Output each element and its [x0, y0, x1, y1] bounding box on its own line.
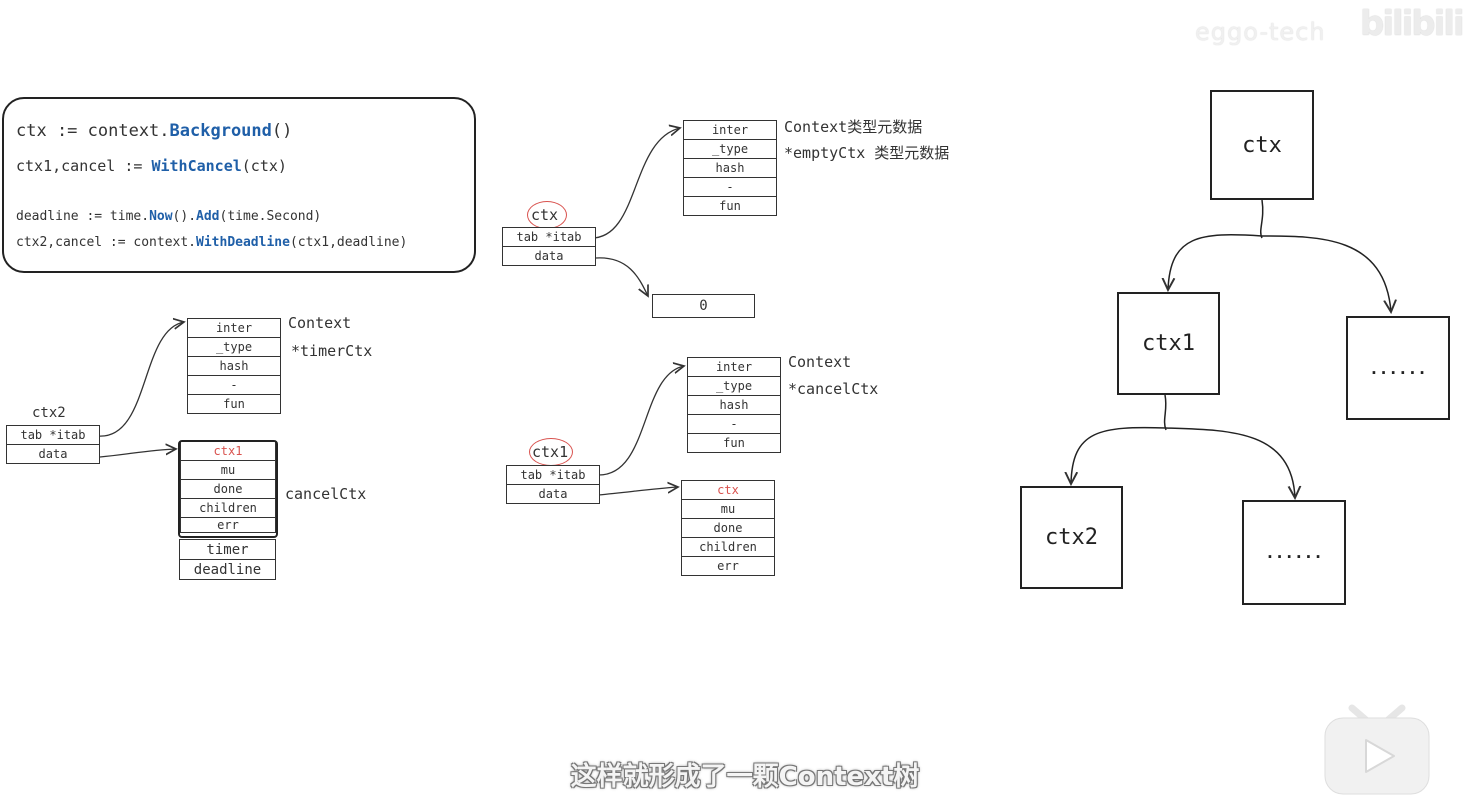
- ctx-type-desc: *emptyCtx 类型元数据: [784, 144, 950, 162]
- itab-hash-cell: hash: [187, 356, 281, 376]
- itab-hash-cell: hash: [683, 158, 777, 178]
- itab-type-cell: _type: [687, 376, 781, 396]
- cancel-field-ctx: ctx: [681, 480, 775, 500]
- ctx-data-arrow: [595, 257, 648, 296]
- tree-node-ellipsis-2: ......: [1242, 500, 1346, 605]
- cancel-field-children: children: [681, 537, 775, 557]
- ctx-var-label: ctx: [531, 206, 559, 224]
- ctx2-itab-table: inter _type hash - fun: [187, 318, 281, 414]
- code-line-3: deadline := time.Now().Add(time.Second): [16, 209, 322, 224]
- channel-watermark: eggo-tech: [1195, 18, 1326, 46]
- video-subtitle: 这样就形成了一颗Context树: [570, 762, 920, 792]
- ctx2-struct-desc: cancelCtx: [285, 485, 367, 503]
- ctx1-data-arrow: [597, 487, 678, 496]
- tree-edge-ctx2: [1071, 426, 1167, 484]
- tree-edge-dots2: [1165, 427, 1295, 498]
- tree-edge-ctx1: [1168, 234, 1263, 290]
- itab-dash-cell: -: [687, 414, 781, 434]
- empty-ctx-value: 0: [652, 294, 755, 318]
- cancel-field-err: err: [681, 556, 775, 576]
- itab-fun-cell: fun: [187, 394, 281, 414]
- ctx2-inter-desc: Context: [288, 314, 352, 332]
- code-line-4: ctx2,cancel := context.WithDeadline(ctx1…: [16, 235, 408, 250]
- itab-fun-cell: fun: [687, 433, 781, 453]
- itab-fun-cell: fun: [683, 196, 777, 216]
- itab-inter-cell: inter: [683, 120, 777, 140]
- tree-node-ctx2: ctx2: [1020, 486, 1123, 589]
- deadline-field: deadline: [179, 559, 276, 580]
- cancel-field-done: done: [681, 518, 775, 538]
- cancel-field-children: children: [180, 498, 276, 518]
- cancel-field-err: err: [180, 517, 276, 533]
- ctx1-type-desc: *cancelCtx: [788, 380, 879, 398]
- ctx2-data-arrow: [99, 449, 176, 458]
- ctx2-var-label: ctx2: [32, 405, 66, 421]
- ctx1-tab-arrow: [597, 366, 684, 476]
- ctx-tab-arrow: [589, 128, 680, 239]
- iface-data-cell: data: [506, 484, 600, 504]
- ctx1-var-label: ctx1: [532, 443, 569, 461]
- ctx1-iface-table: tab *itab data: [506, 465, 600, 504]
- play-icon[interactable]: [1322, 700, 1432, 796]
- itab-inter-cell: inter: [187, 318, 281, 338]
- cancel-field-ctx: ctx1: [180, 441, 276, 461]
- ctx2-type-desc: *timerCtx: [291, 342, 373, 360]
- iface-data-cell: data: [502, 246, 596, 266]
- code-snippet-box: ctx := context.Background() ctx1,cancel …: [2, 97, 476, 273]
- ctx-iface-table: tab *itab data: [502, 227, 596, 266]
- itab-dash-cell: -: [187, 375, 281, 395]
- cancel-field-done: done: [180, 479, 276, 499]
- ctx2-tab-arrow: [97, 322, 184, 437]
- timer-field: timer: [179, 539, 276, 560]
- iface-tab-cell: tab *itab: [6, 425, 100, 445]
- ctx1-inter-desc: Context: [788, 353, 852, 371]
- ctx-itab-table: inter _type hash - fun: [683, 120, 777, 216]
- iface-data-cell: data: [6, 444, 100, 464]
- itab-inter-cell: inter: [687, 357, 781, 377]
- tree-node-ctx1: ctx1: [1117, 292, 1220, 395]
- iface-tab-cell: tab *itab: [506, 465, 600, 485]
- ctx1-itab-table: inter _type hash - fun: [687, 357, 781, 453]
- ctx2-iface-table: tab *itab data: [6, 425, 100, 464]
- code-line-2: ctx1,cancel := WithCancel(ctx): [16, 157, 287, 175]
- ctx2-timer-table: timer deadline: [179, 539, 276, 580]
- ctx1-cancelctx-table: ctx mu done children err: [681, 480, 775, 576]
- tree-edge-dots1: [1261, 235, 1391, 312]
- itab-type-cell: _type: [683, 139, 777, 159]
- tree-node-ellipsis-1: ......: [1346, 316, 1450, 420]
- bilibili-logo: bilibili: [1360, 4, 1465, 44]
- empty-ctx-value-box: 0: [652, 294, 755, 318]
- code-line-1: ctx := context.Background(): [16, 121, 293, 141]
- cancel-field-mu: mu: [180, 460, 276, 480]
- ctx-inter-desc: Context类型元数据: [784, 118, 923, 136]
- ctx2-cancelctx-table: ctx1 mu done children err: [180, 441, 276, 533]
- tree-node-root: ctx: [1210, 90, 1314, 200]
- tree-root-stem: [1259, 199, 1264, 239]
- cancel-field-mu: mu: [681, 499, 775, 519]
- itab-type-cell: _type: [187, 337, 281, 357]
- iface-tab-cell: tab *itab: [502, 227, 596, 247]
- itab-hash-cell: hash: [687, 395, 781, 415]
- tree-ctx1-stem: [1163, 394, 1167, 431]
- itab-dash-cell: -: [683, 177, 777, 197]
